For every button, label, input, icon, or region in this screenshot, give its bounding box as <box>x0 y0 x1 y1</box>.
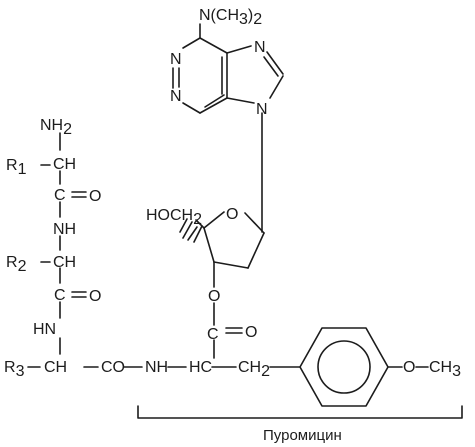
methoxy-oxygen-label: O <box>403 359 415 376</box>
peptide-chain <box>27 132 301 368</box>
bond <box>182 37 201 49</box>
bond <box>226 97 255 104</box>
r3-label: R3 <box>4 359 25 380</box>
bond <box>193 225 203 243</box>
purine-n7-label: N <box>254 39 266 56</box>
methyl-label: CH3 <box>429 359 461 380</box>
dimethylamino-label: N(CH3)2 <box>199 7 262 28</box>
puromycin-caption: Пуромицин <box>263 427 342 444</box>
bond <box>226 45 252 54</box>
bond <box>195 219 205 229</box>
alpha-hc-label: HC <box>189 359 212 376</box>
ester-carbonyl-oxygen-label: O <box>245 324 257 341</box>
linker-co-label: CO <box>101 359 125 376</box>
bond <box>203 211 225 229</box>
sugar-ring <box>179 211 265 359</box>
purine-n1-label: N <box>170 51 182 68</box>
carbonyl-c1-label: C <box>54 187 66 204</box>
aromatic-circle <box>317 340 371 394</box>
bond <box>187 226 198 241</box>
benzene-ring <box>299 327 429 407</box>
ch1-label: CH <box>53 156 76 173</box>
linker-nh-label: NH <box>145 359 168 376</box>
bond <box>213 261 249 269</box>
bond <box>199 97 228 114</box>
bond <box>263 56 279 77</box>
bond <box>247 232 265 269</box>
hydroxymethyl-label: HOCH2 <box>146 207 202 228</box>
puromycin-bracket <box>137 405 463 419</box>
bond <box>244 212 265 234</box>
r1-label: R1 <box>6 157 27 178</box>
benzyl-ch2-label: CH2 <box>238 359 270 380</box>
purine-ring <box>172 23 284 233</box>
bond <box>269 75 284 99</box>
bond <box>179 218 188 233</box>
bond <box>182 221 193 239</box>
carbonyl-o1-label: O <box>89 188 101 205</box>
purine-n3-label: N <box>170 88 182 105</box>
ch3-alpha-label: CH <box>44 359 67 376</box>
ring-oxygen-label: O <box>226 206 238 223</box>
carbonyl-c2-label: C <box>54 287 66 304</box>
bond <box>204 94 225 108</box>
purine-n9-label: N <box>256 101 268 118</box>
amino-group-label: NH2 <box>40 117 72 138</box>
ring-outline <box>299 327 389 407</box>
amide-hn3-label: HN <box>33 321 56 338</box>
bond <box>182 102 201 114</box>
r2-label: R2 <box>6 254 27 275</box>
ester-oxygen-label: O <box>208 288 220 305</box>
bond <box>266 51 284 75</box>
bond <box>199 37 228 54</box>
carbonyl-o2-label: O <box>89 288 101 305</box>
ch2-label: CH <box>53 254 76 271</box>
ester-carbon-label: C <box>207 326 219 343</box>
bond <box>203 227 215 263</box>
amide-nh1-label: NH <box>53 221 76 238</box>
